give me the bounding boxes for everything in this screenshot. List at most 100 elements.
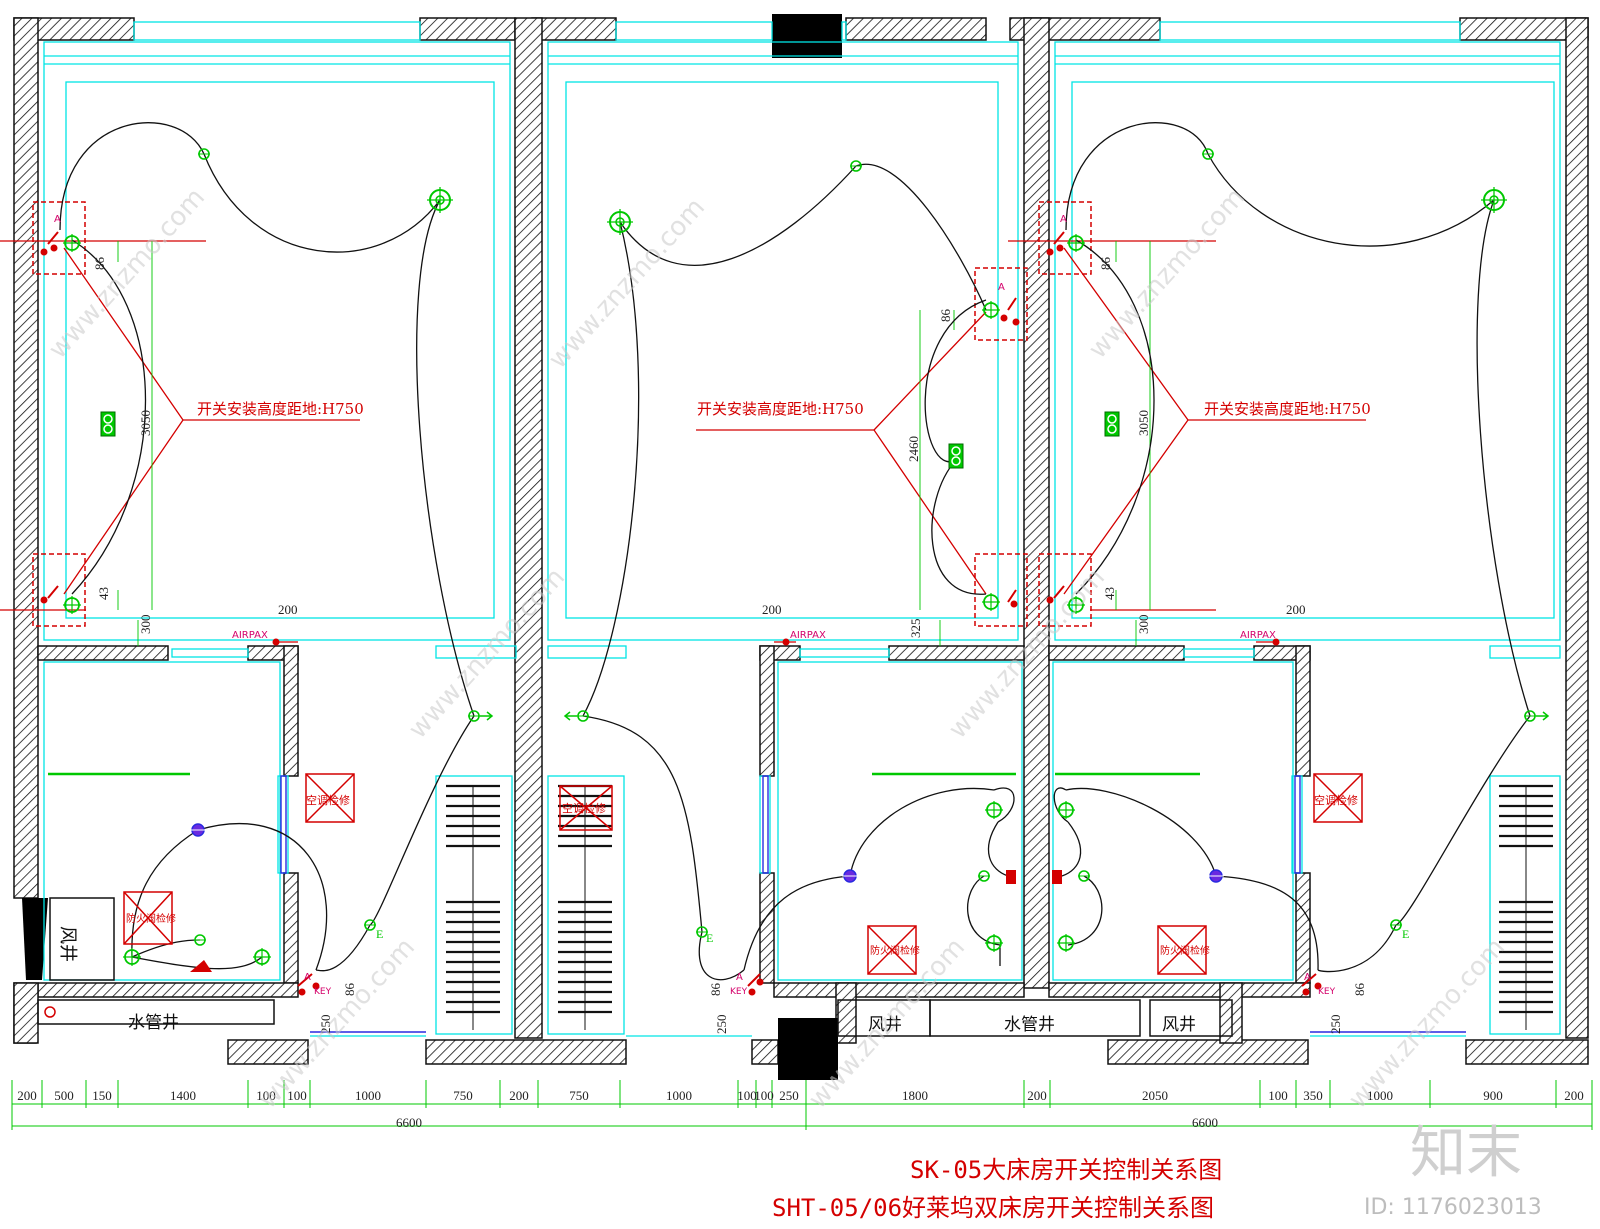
dim-right-3050: 3050 (1136, 410, 1151, 436)
dim-bottom-value: 200 (1564, 1088, 1584, 1103)
door-frames (280, 775, 1466, 1033)
fire-damper-right: 防火阀检修 (1160, 944, 1210, 957)
dim-left-86: 86 (92, 257, 107, 271)
switch-points (40, 244, 1322, 996)
dim-bottom-value: 100 (1268, 1088, 1288, 1103)
dim-mid-325: 325 (908, 619, 923, 639)
water-pipe-shaft-left: 水管井 (128, 1013, 179, 1032)
ac-maintenance-left: 空调检修 (306, 793, 350, 807)
dim-bottom-value: 100 (287, 1088, 307, 1103)
drain-icon (44, 1006, 56, 1018)
outlet-e-left: E (376, 927, 383, 941)
watermark-3: www.znzmo.com (1083, 183, 1251, 365)
image-id: ID: 1176023013 (1364, 1195, 1542, 1220)
dim-mid-2460: 2460 (906, 436, 921, 462)
dim-bottom-value: 2050 (1142, 1088, 1168, 1103)
dim-bottom-value: 1000 (355, 1088, 381, 1103)
dim-bottom-value: 900 (1483, 1088, 1503, 1103)
dim-key-250-right: 250 (1328, 1015, 1343, 1035)
dim-bottom-value: 1000 (1367, 1088, 1393, 1103)
dim-left-300: 300 (138, 615, 153, 635)
ac-maintenance-right: 空调检修 (1314, 793, 1358, 807)
dimension-labels: 3050 86 43 300 200 86 2460 325 200 3050 … (92, 257, 1367, 1035)
dim-bottom-value: 1400 (170, 1088, 196, 1103)
wind-shaft-mid: 风井 (868, 1015, 902, 1034)
dimension-lines (117, 241, 1151, 646)
dim-left-3050: 3050 (138, 410, 153, 436)
dim-bottom-value: 250 (779, 1088, 799, 1103)
wiring (59, 122, 1531, 981)
key-label-right: KEY (1318, 987, 1336, 997)
outlet-e-right: E (1402, 927, 1409, 941)
dim-right-86: 86 (1098, 257, 1113, 271)
dim-right-300: 300 (1136, 615, 1151, 635)
watermark-6: www.znzmo.com (253, 933, 421, 1115)
outlet-e-mid: E (706, 931, 713, 945)
airpax-label-right: AIRPAX (1240, 630, 1276, 641)
fire-damper-mid: 防火阀检修 (870, 944, 920, 957)
switch-height-label-left: 开关安装高度距地:H750 (197, 400, 364, 418)
dim-left-43: 43 (96, 587, 111, 600)
switch-a-key-left: A (304, 972, 311, 983)
mirror-lights (190, 870, 1062, 972)
drawing-title-2: SHT-05/06好莱坞双床房开关控制关系图 (772, 1194, 1214, 1222)
dim-left-200: 200 (278, 602, 298, 617)
switch-ticks (47, 231, 1317, 987)
dim-key-250-left: 250 (318, 1015, 333, 1035)
dim-mid-86: 86 (938, 309, 953, 323)
ac-maintenance-mid: 空调检修 (562, 801, 606, 815)
dim-bottom-value: 200 (17, 1088, 37, 1103)
maintenance-panels (123, 773, 1363, 975)
walls (13, 17, 1589, 1065)
fire-damper-left: 防火阀检修 (126, 912, 176, 925)
dim-bottom-value: 1800 (902, 1088, 928, 1103)
key-label-mid: KEY (730, 987, 748, 997)
switch-height-label-right: 开关安装高度距地:H750 (1204, 400, 1371, 418)
switch-a-right: A (1060, 214, 1067, 225)
dim-key-86-right: 86 (1352, 983, 1367, 997)
drawing-title-1: SK-05大床房开关控制关系图 (910, 1156, 1222, 1184)
dim-bottom-value: 500 (54, 1088, 74, 1103)
dim-bottom-value: 100 (737, 1088, 757, 1103)
dim-total-right: 6600 (1192, 1115, 1218, 1130)
structural-columns (22, 14, 842, 1080)
airpax-label-mid: AIRPAX (790, 630, 826, 641)
dim-right-43: 43 (1102, 587, 1117, 600)
dim-bottom-value: 200 (1027, 1088, 1047, 1103)
dim-key-86-mid: 86 (708, 983, 723, 997)
dim-mid-200: 200 (762, 602, 782, 617)
dim-bottom-value: 350 (1303, 1088, 1323, 1103)
dim-bottom-value: 750 (453, 1088, 473, 1103)
ceiling-lamps (62, 148, 1537, 967)
water-pipe-shaft-right: 水管井 (1004, 1015, 1055, 1034)
watermark-4: www.znzmo.com (403, 563, 571, 745)
dim-bottom-value: 1000 (666, 1088, 692, 1103)
dim-bottom-value: 100 (754, 1088, 774, 1103)
wind-shaft-right: 风井 (1162, 1015, 1196, 1034)
switch-a-key-right: A (1304, 972, 1311, 983)
dim-bottom-value: 750 (569, 1088, 589, 1103)
labels: 开关安装高度距地:H750 开关安装高度距地:H750 开关安装高度距地:H75… (54, 214, 1409, 1034)
interior-outlines (43, 21, 1561, 1037)
watermark-2: www.znzmo.com (543, 193, 711, 375)
brand-logo: 知末 (1410, 1121, 1522, 1186)
dim-key-86-left: 86 (342, 983, 357, 997)
switch-a-key-mid: A (736, 972, 743, 983)
dim-bottom-value: 150 (92, 1088, 112, 1103)
dim-total-left: 6600 (396, 1115, 422, 1130)
wind-shaft-left: 风井 (58, 926, 78, 962)
dim-right-200: 200 (1286, 602, 1306, 617)
dim-bottom-value: 100 (256, 1088, 276, 1103)
arrows (480, 711, 1550, 721)
switch-height-label-mid: 开关安装高度距地:H750 (697, 400, 864, 418)
dim-key-250-mid: 250 (714, 1015, 729, 1035)
switch-boxes (32, 201, 1092, 627)
switch-a-left: A (54, 214, 61, 225)
shafts (37, 897, 1233, 1037)
key-label-left: KEY (314, 987, 332, 997)
airpax-label-left: AIRPAX (232, 630, 268, 641)
switch-a-mid: A (998, 282, 1005, 293)
